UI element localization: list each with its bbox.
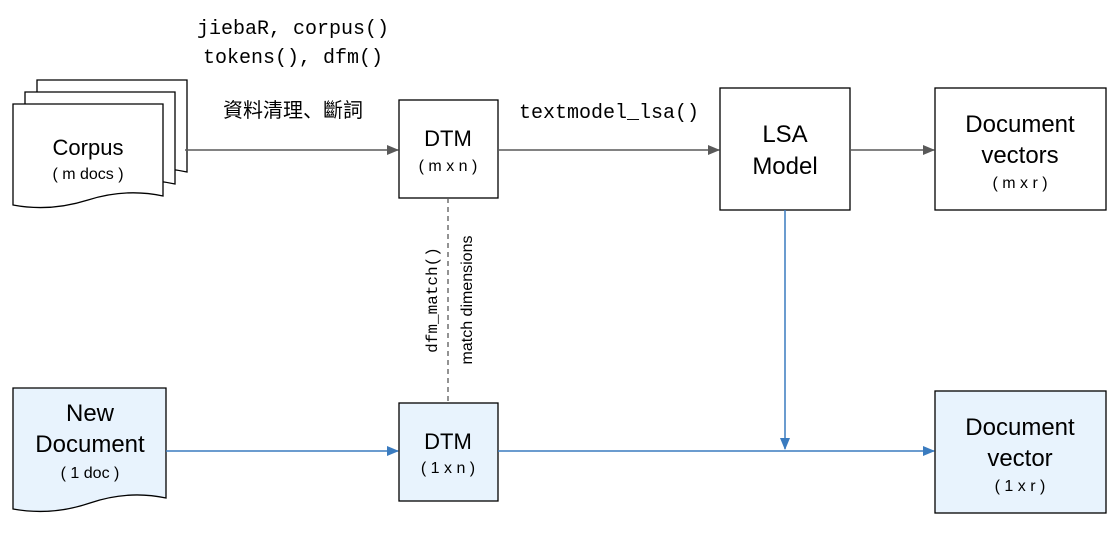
annotation-line-1: jiebaR, corpus() — [197, 18, 389, 41]
document-vectors-line-1: Document — [965, 111, 1075, 138]
document-vector-box — [934, 390, 1107, 514]
lsa-model-box — [719, 87, 851, 211]
match-function-label: dfm_match() — [424, 247, 442, 353]
annotation-line-2: tokens(), dfm() — [203, 47, 383, 70]
lsa-model-line-1: LSA — [762, 121, 807, 148]
document-vectors-line-2: vectors — [981, 142, 1058, 169]
lsa-function-label: textmodel_lsa() — [519, 102, 699, 125]
new-document-line-2: Document — [35, 431, 145, 458]
corpus-doc-front — [12, 103, 164, 209]
dtm-bottom-title: DTM — [424, 429, 472, 454]
corpus-title: Corpus — [53, 135, 124, 160]
match-description-label: match dimensions — [459, 236, 476, 365]
new-document-node: New Document ( 1 doc ) — [12, 387, 167, 513]
dtm-bottom-box — [398, 402, 499, 502]
corpus-subtitle: ( m docs ) — [52, 166, 123, 183]
new-document-line-1: New — [66, 400, 115, 427]
document-vectors-node: Document vectors ( m x r ) — [934, 87, 1107, 211]
document-vector-line-2: vector — [987, 445, 1052, 472]
dtm-top-subtitle: ( m x n ) — [419, 158, 478, 175]
document-vectors-subtitle: ( m x r ) — [992, 175, 1047, 192]
new-document-shape — [12, 387, 167, 513]
document-vectors-box — [934, 87, 1107, 211]
lsa-model-line-2: Model — [752, 153, 817, 180]
dtm-top-node: DTM ( m x n ) — [398, 99, 499, 199]
document-vector-subtitle: ( 1 x r ) — [995, 478, 1046, 495]
new-document-subtitle: ( 1 doc ) — [61, 465, 120, 482]
dtm-bottom-node: DTM ( 1 x n ) — [398, 402, 499, 502]
dtm-top-box — [398, 99, 499, 199]
dtm-bottom-subtitle: ( 1 x n ) — [421, 460, 475, 477]
document-vector-line-1: Document — [965, 414, 1075, 441]
corpus-node: Corpus ( m docs ) — [12, 79, 188, 209]
lsa-model-node: LSA Model — [719, 87, 851, 211]
document-vector-node: Document vector ( 1 x r ) — [934, 390, 1107, 514]
annotation-cleaning: 資料清理、斷詞 — [223, 98, 363, 122]
dtm-top-title: DTM — [424, 126, 472, 151]
